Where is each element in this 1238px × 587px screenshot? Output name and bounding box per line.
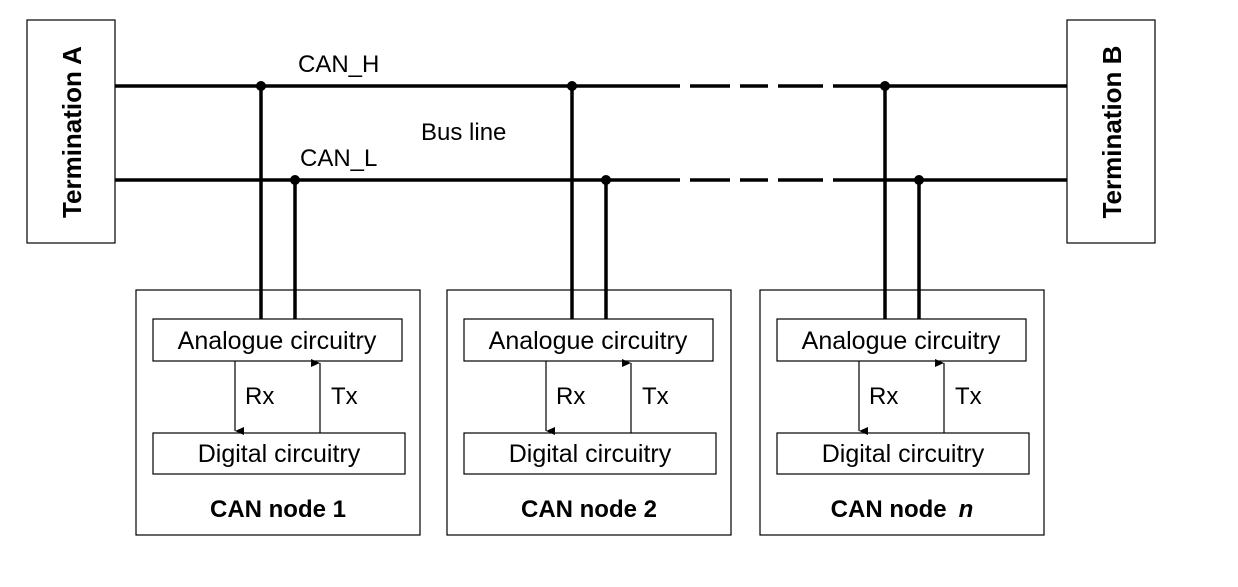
- analogue-circuitry-label: Analogue circuitry: [802, 327, 1001, 355]
- can-node-name: CAN node 2: [521, 496, 657, 523]
- digital-circuitry-box: [776, 432, 1030, 475]
- termination-b-box: [1066, 19, 1156, 244]
- termination-b-label: Termination B: [1097, 46, 1127, 219]
- can-l-junction: [290, 175, 300, 185]
- analogue-circuitry-box: [463, 318, 714, 362]
- can-node-name-text: CAN node: [831, 496, 947, 523]
- termination-b: Termination B: [1066, 19, 1156, 244]
- tx-label: Tx: [331, 383, 358, 410]
- termination-a-label: Termination A: [57, 46, 87, 218]
- rx-label: Rx: [869, 383, 898, 410]
- digital-circuitry-box: [152, 432, 406, 475]
- can-l-junction: [601, 175, 611, 185]
- rx-label: Rx: [556, 383, 585, 410]
- analogue-circuitry-box: [776, 318, 1027, 362]
- can-h-junction: [567, 81, 577, 91]
- can-node-name: CAN node 1: [210, 496, 346, 523]
- can-h-junction: [880, 81, 890, 91]
- digital-circuitry-label: Digital circuitry: [198, 440, 361, 468]
- bus-line-label: Bus line: [421, 119, 506, 146]
- can-node-name-text: CAN node 1: [210, 496, 346, 523]
- digital-circuitry-label: Digital circuitry: [822, 440, 985, 468]
- can-l-junction: [914, 175, 924, 185]
- can-h-label: CAN_H: [298, 51, 379, 78]
- rx-label: Rx: [245, 383, 274, 410]
- termination-a-box: [26, 19, 116, 244]
- analogue-circuitry-label: Analogue circuitry: [489, 327, 688, 355]
- can-node-name: CAN node n: [831, 496, 974, 523]
- tx-label: Tx: [642, 383, 669, 410]
- can-h-junction: [256, 81, 266, 91]
- can-node-name-text: CAN node 2: [521, 496, 657, 523]
- analogue-circuitry-box: [152, 318, 403, 362]
- can-node-index: n: [959, 496, 974, 523]
- termination-a: Termination A: [26, 19, 116, 244]
- analogue-circuitry-label: Analogue circuitry: [178, 327, 377, 355]
- digital-circuitry-label: Digital circuitry: [509, 440, 672, 468]
- can-l-label: CAN_L: [300, 145, 377, 172]
- tx-label: Tx: [955, 383, 982, 410]
- digital-circuitry-box: [463, 432, 717, 475]
